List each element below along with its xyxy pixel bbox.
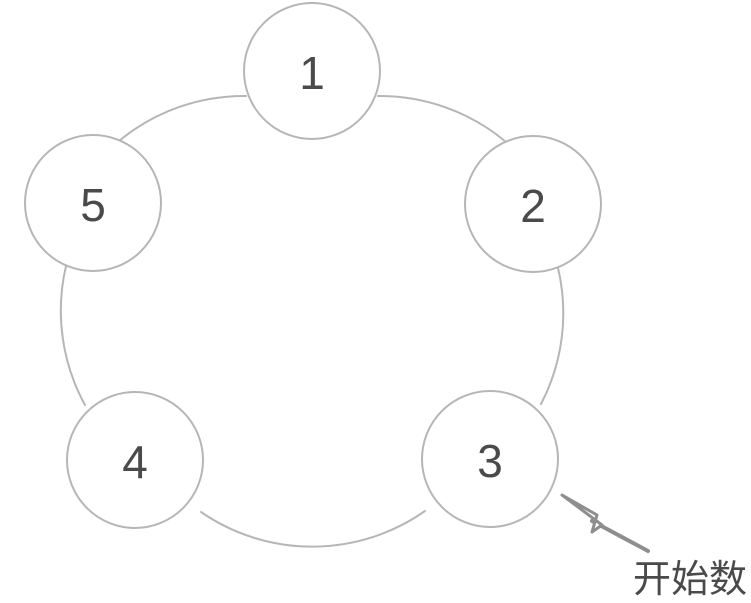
start-count-annotation: 开始数 bbox=[560, 493, 747, 601]
node-1-circle[interactable] bbox=[243, 2, 381, 140]
node-4[interactable]: 4 bbox=[66, 391, 204, 529]
node-group: 1 2 3 4 5 bbox=[24, 2, 602, 529]
connector-group bbox=[59, 94, 565, 548]
connector-arc-1-2 bbox=[377, 94, 507, 143]
node-3-circle[interactable] bbox=[421, 390, 559, 528]
connector-arc-4-5 bbox=[59, 265, 86, 406]
node-2[interactable]: 2 bbox=[464, 135, 602, 273]
connector-arc-3-4 bbox=[200, 510, 426, 548]
node-3-label: 3 bbox=[477, 435, 503, 487]
connector-arc-2-3 bbox=[540, 267, 565, 405]
node-2-circle[interactable] bbox=[464, 135, 602, 273]
node-2-label: 2 bbox=[520, 180, 546, 232]
node-5-circle[interactable] bbox=[24, 134, 162, 272]
node-3[interactable]: 3 bbox=[421, 390, 559, 528]
node-1-label: 1 bbox=[299, 47, 325, 99]
annotation-label: 开始数 bbox=[633, 557, 747, 601]
connector-arc-5-1 bbox=[118, 94, 247, 142]
node-4-circle[interactable] bbox=[66, 391, 204, 529]
node-4-label: 4 bbox=[122, 436, 148, 488]
node-5[interactable]: 5 bbox=[24, 134, 162, 272]
node-1[interactable]: 1 bbox=[243, 2, 381, 140]
node-5-label: 5 bbox=[80, 179, 106, 231]
annotation-arrowhead-icon bbox=[560, 493, 604, 534]
